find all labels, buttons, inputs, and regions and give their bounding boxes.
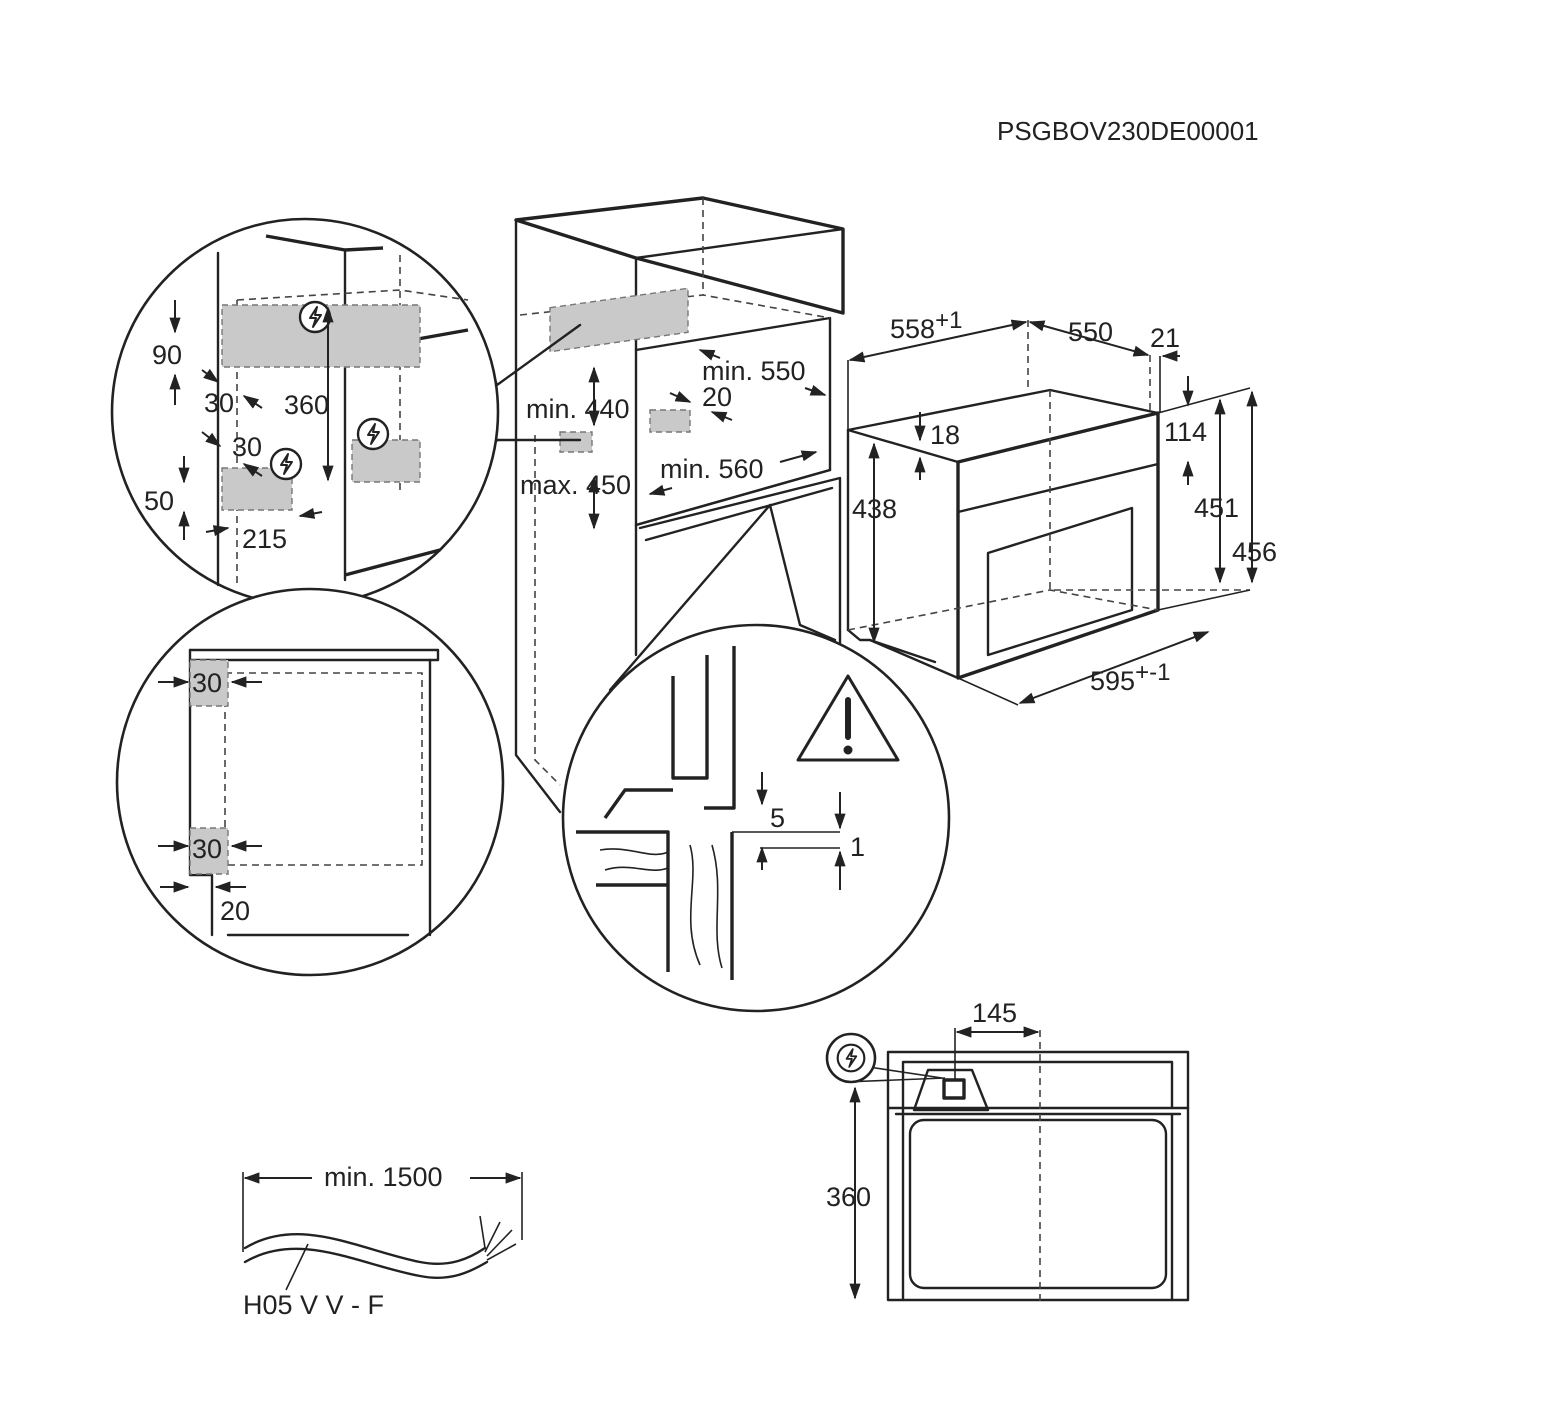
electrical-connection-icon bbox=[269, 447, 303, 481]
cabinet-max-450-label: max. 450 bbox=[520, 470, 631, 500]
cabinet-gap-20-label: 20 bbox=[702, 382, 732, 412]
oven-height-438-label: 438 bbox=[852, 494, 897, 524]
power-zone-left bbox=[559, 431, 593, 453]
detail-top-215-label: 215 bbox=[242, 524, 287, 554]
oven-height-451-label: 451 bbox=[1194, 493, 1239, 523]
oven-drawing bbox=[846, 319, 1258, 706]
oven-width-595-label: 595+-1 bbox=[1090, 659, 1170, 696]
cable-length-label: min. 1500 bbox=[324, 1162, 443, 1192]
power-zone-upper bbox=[549, 287, 689, 353]
electrical-connection-icon bbox=[356, 417, 390, 451]
detail-circle-top bbox=[110, 217, 582, 607]
cable-drawing bbox=[242, 1172, 523, 1291]
oven-front-114-label: 114 bbox=[1164, 417, 1207, 447]
clearance-zone-bottom bbox=[189, 827, 229, 875]
front-view-drawing bbox=[825, 1026, 1190, 1305]
power-zone-right-detail bbox=[351, 439, 421, 483]
front-view-360-label: 360 bbox=[826, 1182, 871, 1212]
oven-door-window bbox=[908, 1118, 1168, 1290]
detail-side-30-top-label: 30 bbox=[192, 668, 222, 698]
power-zone-mid bbox=[649, 409, 691, 433]
detail-edge-1-label: 1 bbox=[850, 832, 865, 862]
document-code: PSGBOV230DE00001 bbox=[997, 116, 1259, 146]
clearance-zone-top bbox=[189, 659, 229, 707]
oven-front-21-label: 21 bbox=[1150, 323, 1180, 353]
oven-height-456-label: 456 bbox=[1232, 537, 1277, 567]
power-socket bbox=[942, 1078, 966, 1100]
oven-top-18-label: 18 bbox=[930, 420, 960, 450]
oven-depth-550-label: 550 bbox=[1068, 317, 1113, 347]
detail-side-20-label: 20 bbox=[220, 896, 250, 926]
detail-circle-side bbox=[115, 587, 505, 977]
cable-type-label: H05 V V - F bbox=[243, 1290, 384, 1320]
cabinet-drawing bbox=[514, 196, 845, 814]
electrical-connection-icon bbox=[298, 300, 332, 334]
cabinet-min-440-label: min. 440 bbox=[526, 394, 630, 424]
detail-top-30a-label: 30 bbox=[204, 388, 234, 418]
detail-top-360-label: 360 bbox=[284, 390, 329, 420]
detail-top-30b-label: 30 bbox=[232, 432, 262, 462]
detail-edge-5-label: 5 bbox=[770, 803, 785, 833]
detail-top-50-label: 50 bbox=[144, 486, 174, 516]
detail-side-30-bottom-label: 30 bbox=[192, 834, 222, 864]
cabinet-min-550-label: min. 550 bbox=[702, 356, 806, 386]
detail-top-90-label: 90 bbox=[152, 340, 182, 370]
detail-circle-edge bbox=[561, 503, 951, 1013]
front-view-145-label: 145 bbox=[972, 998, 1017, 1028]
electrical-connection-icon bbox=[836, 1043, 866, 1073]
oven-width-558-label: 558+1 bbox=[890, 307, 962, 344]
cabinet-min-560-label: min. 560 bbox=[660, 454, 764, 484]
